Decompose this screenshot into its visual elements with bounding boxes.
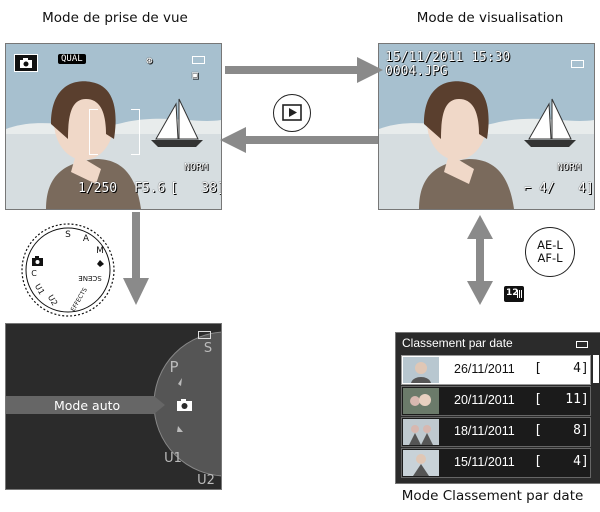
portrait-scene <box>6 44 221 209</box>
portrait-scene <box>379 44 594 209</box>
dial-label-c: C <box>31 269 37 278</box>
image-size-label: NORM <box>557 162 582 173</box>
row-count: [ 8] <box>534 423 589 438</box>
focus-bracket-left <box>89 109 98 155</box>
scroll-bar[interactable] <box>593 355 599 383</box>
mode-dial[interactable]: S A M SCENE EFFECTS U2 U1 C <box>18 220 118 320</box>
dial-label-scene: SCENE <box>78 274 101 282</box>
flash-icon: ⊛ <box>146 54 153 67</box>
row-date: 26/11/2011 <box>454 362 515 376</box>
effects-icon <box>178 378 182 386</box>
wheel-label-s: S <box>204 341 212 356</box>
shooting-screen: QUAL ⊛ ▣ NORM 1/250 F5.6 [ 38] <box>5 43 222 210</box>
row-date: 20/11/2011 <box>454 393 515 407</box>
playback-datetime: 15/11/2011 15:30 <box>385 50 511 65</box>
arrow-playback-datelist <box>467 215 493 305</box>
battery-icon <box>571 60 584 68</box>
shutter-speed: 1/250 <box>78 181 118 196</box>
shooting-mode-caption: Mode de prise de vue <box>42 10 188 26</box>
playback-button[interactable] <box>273 94 311 132</box>
mode-auto-banner <box>6 396 154 414</box>
auto-mode-screen: S P U1 U2 Mode auto <box>5 323 222 490</box>
row-count: [ 11] <box>534 392 589 407</box>
wheel-label-u2: U2 <box>197 473 215 488</box>
battery-icon <box>192 56 205 64</box>
play-icon <box>282 104 302 121</box>
playback-counter: 4/ 4] <box>539 181 594 196</box>
playback-filename: 0004.JPG <box>385 64 448 79</box>
date-list-row[interactable]: 20/11/2011 [ 11] <box>401 386 591 416</box>
qual-badge: QUAL <box>58 54 86 64</box>
scene-icon <box>177 426 183 432</box>
wheel-label-u1: U1 <box>164 451 182 466</box>
thumbnail-image <box>403 419 439 445</box>
dial-label-m: M <box>96 246 104 256</box>
date-list-title: Classement par date <box>402 336 513 350</box>
playback-screen: 15/11/2011 15:30 0004.JPG NORM ⌐ 4/ 4] <box>378 43 595 210</box>
row-count: [ 4] <box>534 454 589 469</box>
date-list-row[interactable]: 26/11/2011 [ 4] <box>401 355 591 385</box>
dial-label-s: S <box>65 230 71 240</box>
wheel-label-p: P <box>169 358 178 376</box>
banner-pointer <box>154 396 165 414</box>
image-size-label: NORM <box>184 162 209 173</box>
camera-icon <box>32 256 43 266</box>
remaining-exposures: [ 38] <box>170 181 222 196</box>
thumbnail-image <box>403 450 439 476</box>
arrow-to-auto-mode <box>123 212 149 305</box>
arrow-to-shooting <box>220 127 378 153</box>
memory-icon: ▣ <box>192 70 199 81</box>
focus-bracket-right <box>131 109 140 155</box>
arrow-to-playback <box>225 57 383 83</box>
calendar-icon: 12 <box>504 286 524 302</box>
aperture: F5.6 <box>134 181 166 196</box>
date-list-caption: Mode Classement par date <box>401 488 584 504</box>
camera-mode-icon <box>14 54 38 72</box>
af-lock-label: AF-L <box>537 251 563 265</box>
mode-auto-label[interactable]: Mode auto <box>54 398 121 413</box>
row-date: 18/11/2011 <box>454 424 515 438</box>
date-list-row[interactable]: 18/11/2011 [ 8] <box>401 417 591 447</box>
playback-mode-caption: Mode de visualisation <box>416 10 564 26</box>
date-list-screen: Classement par date 26/11/2011 [ 4] 20/1… <box>395 332 600 484</box>
camera-icon <box>177 399 192 411</box>
protect-icon: ⌐ <box>524 181 532 195</box>
row-date: 15/11/2011 <box>454 455 515 469</box>
thumbnail-image <box>403 357 439 383</box>
thumbnail-image <box>403 388 439 414</box>
date-list-row[interactable]: 15/11/2011 [ 4] <box>401 448 591 478</box>
dial-label-a: A <box>83 234 90 244</box>
battery-icon <box>576 341 588 348</box>
row-count: [ 4] <box>534 361 589 376</box>
ae-af-lock-button[interactable]: AE-L AF-L <box>525 227 575 277</box>
sport-icon <box>97 260 104 267</box>
battery-icon <box>198 331 211 339</box>
ae-lock-label: AE-L <box>537 238 563 252</box>
